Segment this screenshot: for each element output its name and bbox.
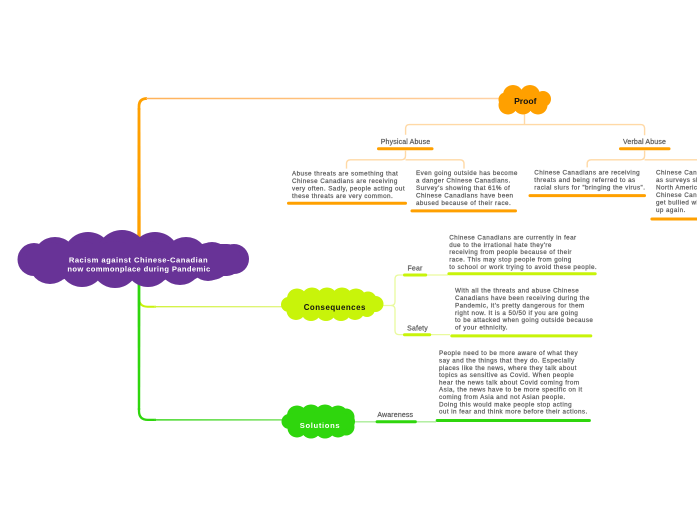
svg-text:racial slurs for "bringing the: racial slurs for "bringing the virus".	[534, 185, 645, 192]
svg-text:right now. It is a 50/50 if yo: right now. It is a 50/50 if you are goin…	[455, 310, 578, 317]
svg-text:Chinese Canadians are receivin: Chinese Canadians are receiving	[292, 178, 398, 185]
svg-text:receiving from people because: receiving from people because of their	[449, 249, 572, 256]
svg-text:People need to be more aware o: People need to be more aware of what the…	[439, 350, 578, 357]
svg-text:out in fear and think more bef: out in fear and think more before their …	[439, 409, 588, 416]
svg-text:up again.: up again.	[656, 207, 686, 214]
svg-text:places like the news, where th: places like the news, where they talk ab…	[439, 365, 577, 372]
svg-text:Fear: Fear	[408, 265, 424, 272]
svg-text:now commonplace during Pandemi: now commonplace during Pandemic	[67, 264, 210, 273]
svg-text:these threats are very common.: these threats are very common.	[292, 193, 393, 200]
svg-text:Verbal Abuse: Verbal Abuse	[623, 139, 666, 146]
svg-text:Asia, the news have to be more: Asia, the news have to be more specific …	[439, 387, 583, 394]
svg-text:very often. Sadly, people acti: very often. Sadly, people acting out	[292, 186, 405, 193]
svg-text:Chinese Canadians are hurt: Chinese Canadians are hurt	[656, 170, 697, 177]
svg-text:Chinese Canadians have been: Chinese Canadians have been	[416, 192, 514, 199]
svg-text:Chinese Canadians being hit or: Chinese Canadians being hit or	[656, 192, 697, 199]
svg-text:Doing this would make people s: Doing this would make people stop acting	[439, 401, 572, 408]
svg-text:race. This may stop people fro: race. This may stop people from going	[449, 257, 572, 264]
svg-text:to be attacked when going outs: to be attacked when going outside becaus…	[455, 317, 593, 324]
svg-text:Abuse threats are something th: Abuse threats are something that	[292, 171, 398, 178]
svg-text:Physical Abuse: Physical Abuse	[381, 139, 431, 146]
svg-text:a danger Chinese Canadians.: a danger Chinese Canadians.	[416, 177, 511, 184]
svg-text:Even going outside has become: Even going outside has become	[416, 170, 518, 177]
svg-text:due to the irrational hate the: due to the irrational hate they're	[449, 242, 552, 249]
svg-text:Chinese Canadians are receivin: Chinese Canadians are receiving	[534, 170, 640, 177]
svg-text:Survey's showing that 61% of: Survey's showing that 61% of	[416, 185, 510, 192]
svg-text:Consequences: Consequences	[304, 303, 366, 312]
svg-text:Pandemic, it's pretty dangerou: Pandemic, it's pretty dangerous for them	[455, 302, 585, 309]
svg-text:North Americans have seen: North Americans have seen	[656, 185, 697, 192]
svg-text:as surveys show that most of: as surveys show that most of	[656, 177, 697, 184]
svg-text:threats and being referred to: threats and being referred to as	[534, 177, 635, 184]
svg-text:coming from Asia and not Asian: coming from Asia and not Asian people.	[439, 394, 566, 401]
svg-text:Safety: Safety	[407, 325, 428, 332]
svg-text:Chinese Canadians are currentl: Chinese Canadians are currently in fear	[449, 234, 576, 241]
svg-text:Canadians have been receiving: Canadians have been receiving during the	[455, 295, 590, 302]
svg-text:hear the news talk about Covid: hear the news talk about Covid coming fr…	[439, 379, 580, 386]
svg-text:Solutions: Solutions	[300, 421, 341, 430]
svg-text:Proof: Proof	[514, 96, 537, 106]
svg-text:Racism against Chinese-Canadia: Racism against Chinese-Canadian	[69, 255, 208, 264]
svg-text:topics as sensitive as Covid.: topics as sensitive as Covid. When peopl…	[439, 372, 574, 379]
svg-text:get bullied when they stand: get bullied when they stand	[656, 200, 697, 207]
svg-text:of your ethnicity.: of your ethnicity.	[455, 325, 508, 332]
svg-text:abused because of their race.: abused because of their race.	[416, 200, 511, 207]
svg-text:Awareness: Awareness	[377, 412, 413, 419]
svg-text:to school or work trying to av: to school or work trying to avoid these …	[449, 264, 597, 271]
svg-text:With all the threats and abuse: With all the threats and abuse Chinese	[455, 288, 579, 295]
svg-text:say and the things that they d: say and the things that they do. Especia…	[439, 358, 575, 365]
